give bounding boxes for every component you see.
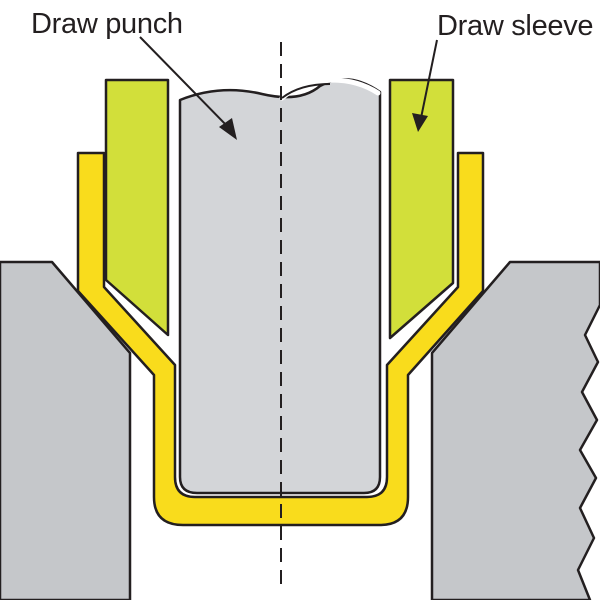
draw-punch-label: Draw punch (31, 8, 183, 40)
punch-break-line (281, 83, 331, 99)
draw-punch-leader-arrow (139, 36, 237, 140)
draw-sleeve-label: Draw sleeve (437, 10, 594, 42)
left-die (0, 260, 132, 600)
right-die (430, 260, 600, 600)
right-draw-sleeve (388, 78, 455, 340)
draw-sleeve-leader-arrow (412, 39, 438, 132)
left-draw-sleeve (104, 78, 170, 337)
drawn-blank (76, 151, 485, 527)
